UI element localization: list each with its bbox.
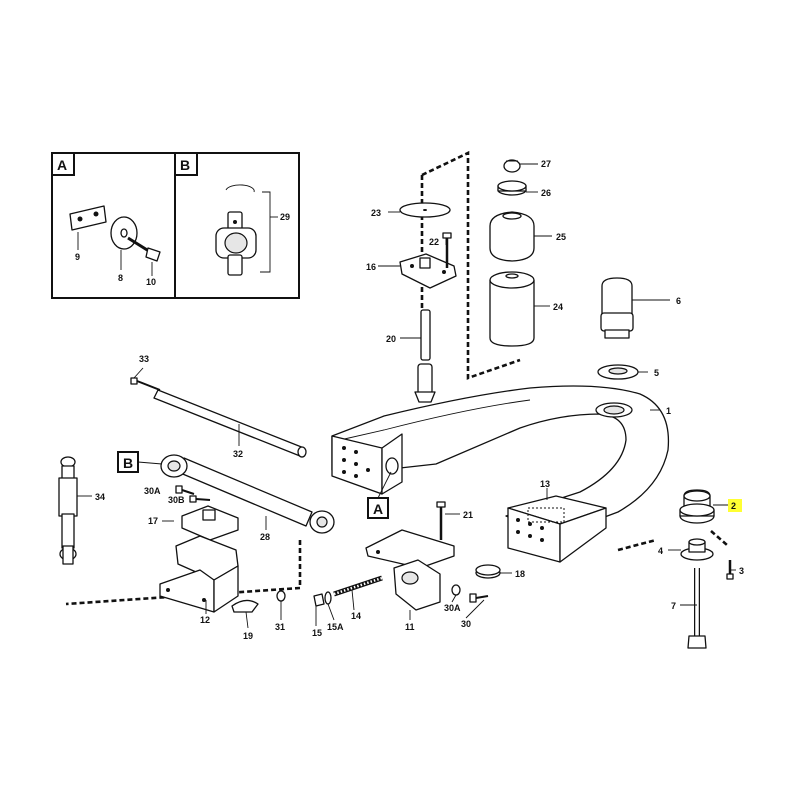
inset-b-tag: B — [180, 157, 190, 173]
label-18: 18 — [515, 569, 525, 579]
label-30: 30 — [461, 619, 471, 629]
label-26: 26 — [541, 188, 551, 198]
label-25: 25 — [556, 232, 566, 242]
washer-8[interactable] — [110, 216, 138, 250]
label-22: 22 — [429, 237, 439, 247]
bushing-4[interactable] — [680, 538, 714, 561]
label-16: 16 — [366, 262, 376, 272]
bolt-21[interactable] — [436, 501, 446, 540]
inset-a: A 9 8 10 — [51, 152, 177, 299]
bolt-33[interactable] — [130, 377, 161, 391]
label-8: 8 — [118, 273, 123, 283]
bolt-22[interactable] — [442, 232, 452, 268]
bolt-30a-left[interactable] — [175, 485, 195, 495]
mount-5[interactable] — [597, 364, 639, 380]
label-1: 1 — [666, 406, 671, 416]
highlight-part-2 — [728, 499, 742, 512]
plate-23[interactable] — [399, 202, 451, 218]
label-5: 5 — [654, 368, 659, 378]
bracket-11[interactable] — [365, 529, 455, 611]
washer-30a-right[interactable] — [451, 584, 461, 596]
label-34: 34 — [95, 492, 105, 502]
label-9: 9 — [75, 252, 80, 262]
label-14: 14 — [351, 611, 361, 621]
label-30a-left: 30A — [144, 486, 161, 496]
label-30a-right: 30A — [444, 603, 461, 613]
label-2: 2 — [731, 501, 736, 511]
label-29: 29 — [280, 212, 290, 222]
bracket-plate-9[interactable] — [69, 205, 107, 231]
view-tag-a: A — [373, 501, 383, 517]
bracket-16[interactable] — [399, 253, 457, 289]
screw-3[interactable] — [726, 560, 734, 580]
label-28: 28 — [260, 532, 270, 542]
cap-27[interactable] — [503, 159, 521, 173]
frame-bracket-13[interactable] — [507, 495, 607, 563]
bump-stop-6[interactable] — [600, 277, 634, 339]
inset-a-tag: A — [57, 157, 67, 173]
bolt-30[interactable] — [469, 593, 489, 603]
cap-18[interactable] — [475, 564, 501, 579]
plate-17[interactable] — [181, 505, 239, 541]
view-tag-b: B — [123, 455, 133, 471]
label-20: 20 — [386, 334, 396, 344]
torque-rod-28[interactable] — [160, 454, 335, 534]
cylinder-24[interactable] — [489, 271, 535, 347]
bolt-30b[interactable] — [189, 495, 211, 503]
bolt-10[interactable] — [127, 236, 161, 262]
label-31: 31 — [275, 622, 285, 632]
label-13: 13 — [540, 479, 550, 489]
circlip[interactable] — [225, 184, 255, 193]
washer-26[interactable] — [497, 180, 527, 196]
label-33: 33 — [139, 354, 149, 364]
label-17: 17 — [148, 516, 158, 526]
u-frame-1[interactable] — [331, 385, 670, 537]
pin-20[interactable] — [414, 309, 436, 403]
label-19: 19 — [243, 631, 253, 641]
label-6: 6 — [676, 296, 681, 306]
label-3: 3 — [739, 566, 744, 576]
label-11: 11 — [405, 622, 415, 632]
washer-15a[interactable] — [324, 591, 332, 605]
label-32: 32 — [233, 449, 243, 459]
spring-14[interactable] — [333, 575, 383, 597]
label-10: 10 — [146, 277, 156, 287]
label-24: 24 — [553, 302, 563, 312]
label-12: 12 — [200, 615, 210, 625]
label-30b: 30B — [168, 495, 185, 505]
shock-absorber-34[interactable] — [58, 456, 78, 565]
bellow-25[interactable] — [489, 211, 535, 262]
label-23: 23 — [371, 208, 381, 218]
ball-joint-29[interactable] — [215, 211, 257, 276]
bolt-7[interactable] — [687, 568, 707, 649]
label-7: 7 — [671, 601, 676, 611]
nut-15[interactable] — [313, 593, 325, 607]
bushing-2[interactable] — [679, 489, 715, 524]
label-21: 21 — [463, 510, 473, 520]
inset-b: B 29 — [174, 152, 300, 299]
pad-19[interactable] — [231, 599, 259, 613]
bracket-12[interactable] — [159, 535, 239, 613]
label-15a: 15A — [327, 622, 344, 632]
rod-32[interactable] — [153, 389, 307, 458]
label-4: 4 — [658, 546, 663, 556]
washer-31[interactable] — [276, 590, 286, 602]
label-15: 15 — [312, 628, 322, 638]
label-27: 27 — [541, 159, 551, 169]
